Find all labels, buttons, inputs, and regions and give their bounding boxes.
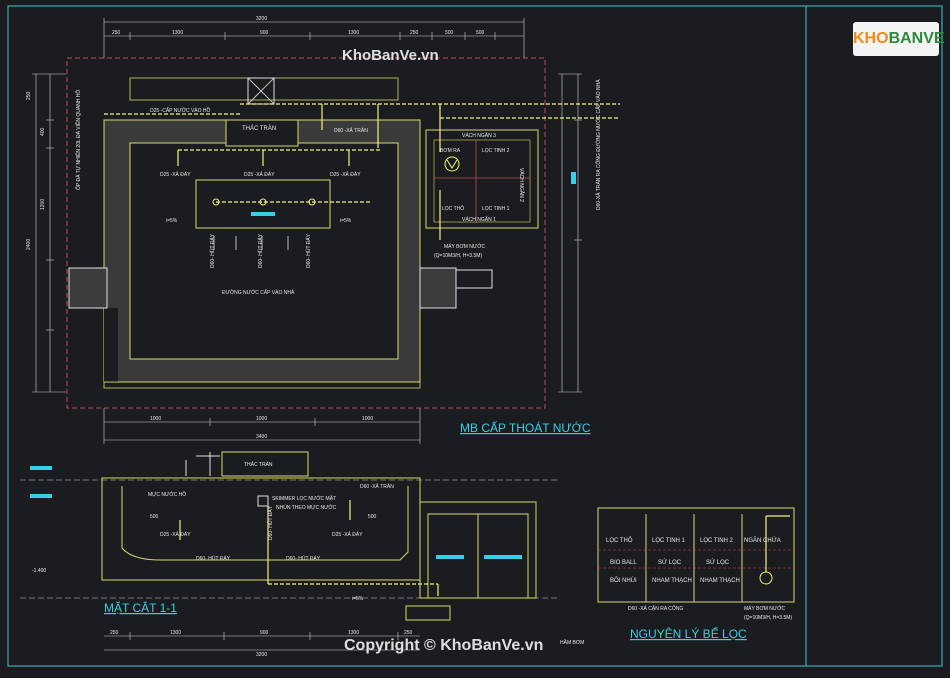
plan-dim-left: 250 <box>26 91 32 100</box>
section-title: MẶT CẮT 1-1 <box>104 600 177 615</box>
label-vach-ngan-3: VÁCH NGĂN 3 <box>462 132 496 139</box>
filter-header-4: NGĂN CHỨA <box>744 537 781 544</box>
section-label-d25-b: D25 -XẢ ĐÁY <box>332 531 363 538</box>
cyan-marker <box>571 172 576 184</box>
pump-symbol <box>444 156 460 172</box>
label-vach-ngan-1: VÁCH NGĂN 1 <box>462 216 496 223</box>
cyan-marker <box>251 212 275 216</box>
section-view: THÁC TRÀN MỰC NƯỚC HỒ SKIMMER LỌC NƯỚC M… <box>20 451 584 658</box>
section-dim-bottom: 1300 <box>348 630 359 636</box>
bottom-drain-box <box>195 179 331 229</box>
plan-dim-top: 250 <box>410 30 419 36</box>
label-hut-day-a: D60- HÚT ĐÁY <box>209 233 216 268</box>
section-dim-bottom-total: 3200 <box>256 652 267 658</box>
section-label-d60-b: D60- HÚT ĐÁY <box>286 555 321 562</box>
filter-pump: MÁY BƠM NƯỚC <box>744 605 785 612</box>
plan-dim-bottom-total: 3400 <box>256 434 267 440</box>
section-label-dim-a: 500 <box>150 514 159 520</box>
section-label-d25-a: D25 -XẢ ĐÁY <box>160 531 191 538</box>
section-label-d60-tran: D60 -XẢ TRÀN <box>360 483 394 490</box>
section-dim-bottom: 250 <box>404 630 413 636</box>
label-may-bom: MÁY BƠM NƯỚC <box>444 243 485 250</box>
section-label-slope: i=5% <box>352 596 364 602</box>
label-hut-day-b: D60- HÚT ĐÁY <box>257 233 264 268</box>
section-label-pump: HẦM BƠM <box>560 639 584 646</box>
label-d25-xa-day-c: D25 -XẢ ĐÁY <box>330 171 361 178</box>
plan-dim-top-total: 3200 <box>256 16 267 22</box>
label-left-note: ỐP ĐÁ TỰ NHIÊN 20L ĐÁ VIỀN QUANH HỒ <box>74 90 82 190</box>
label-d25-xa-day-a: D25 -XẢ ĐÁY <box>160 171 191 178</box>
plan-label-thac-tran: THÁC TRÀN <box>242 125 276 132</box>
filter-title: NGUYÊN LÝ BỂ LỌC <box>630 626 747 641</box>
section-label-d60-a: D60- HÚT ĐÁY <box>196 555 231 562</box>
label-slope-b: i=5% <box>340 218 352 224</box>
plan-dim-bottom: 1000 <box>150 416 161 422</box>
watermark-copyright: Copyright © KhoBanVe.vn <box>344 637 543 654</box>
watermark-site: KhoBanVe.vn <box>342 47 439 64</box>
label-d25-xa-day-b: D25 -XẢ ĐÁY <box>244 171 275 178</box>
label-loc-tinh-2: LỌC TINH 2 <box>482 148 510 154</box>
waterfall-box <box>225 119 299 147</box>
filter-header-1: LỌC THÔ <box>606 537 633 544</box>
plan-dim-top: 250 <box>112 30 121 36</box>
filter-header-3: LỌC TINH 2 <box>700 538 734 544</box>
label-loc-tinh-1: LỌC TINH 1 <box>482 206 510 212</box>
label-hut-day-c: D60- HÚT ĐÁY <box>305 233 312 268</box>
plan-boundary <box>66 57 546 409</box>
filter-row2-1: BIO BALL <box>610 560 637 566</box>
section-label-muc-nuoc: MỰC NƯỚC HỒ <box>148 491 186 498</box>
plan-dim-left: 2400 <box>26 239 32 250</box>
stone-block-right <box>419 267 457 309</box>
section-label-dim-b: 500 <box>368 514 377 520</box>
plan-dim-top: 1300 <box>172 30 183 36</box>
label-slope-a: i=5% <box>166 218 178 224</box>
filter-principle: LỌC THÔ LỌC TINH 1 LỌC TINH 2 NGĂN CHỨA … <box>597 507 795 641</box>
label-vach-ngan-2: VÁCH NGĂN 2 <box>518 168 525 202</box>
label-bom-ra: BƠM RA <box>440 148 461 154</box>
plan-dim-left: 1200 <box>40 199 46 210</box>
filter-outlet: D60 -XẢ CẶN RA CỐNG <box>628 605 683 612</box>
stone-block-left <box>68 267 108 309</box>
filter-row3-3: NHAM THẠCH <box>700 578 740 584</box>
plan-dim-top: 1300 <box>348 30 359 36</box>
plan-dim-bottom: 1000 <box>256 416 267 422</box>
filter-row3-2: NHAM THẠCH <box>652 578 692 584</box>
pool-inner-basin <box>129 142 399 360</box>
section-label-elev: -1.400 <box>32 568 46 574</box>
filter-header-2: LỌC TINH 1 <box>652 538 686 544</box>
section-label-skimmer2: NHÚN THEO MỰC NƯỚC <box>276 504 337 511</box>
drawing-frame <box>7 5 943 667</box>
plan-title: MB CẤP THOÁT NƯỚC <box>460 420 591 435</box>
filter-compartment <box>425 129 539 229</box>
label-loc-tho: LỌC THÔ <box>442 205 464 212</box>
filter-tank <box>597 507 795 603</box>
section-dim-bottom: 250 <box>110 630 119 636</box>
plan-dim-top: 500 <box>445 30 454 36</box>
label-right-note: D60-XẢ TRÀN RA CỐNG ĐƯỜNG NƯỚC CẤP VÀO N… <box>595 79 602 210</box>
section-dim-bottom: 1300 <box>170 630 181 636</box>
plan-view: 3200 250 1300 900 1300 250 500 500 1000 … <box>26 16 620 444</box>
filter-row2-3: SỨ LỌC <box>706 559 730 566</box>
filter-row3-1: BÔI NHÙI <box>610 577 637 584</box>
khobanve-logo: KHOBANVE <box>853 22 945 56</box>
plan-dim-bottom: 1000 <box>362 416 373 422</box>
section-label-skimmer: SKIMMER LỌC NƯỚC MẶT <box>272 495 336 502</box>
section-dim-bottom: 900 <box>260 630 269 636</box>
label-duong-nuoc-cap: ĐƯỜNG NƯỚC CẤP VÀO NHÀ <box>222 289 295 296</box>
plan-dim-top: 900 <box>260 30 269 36</box>
plan-dim-top: 500 <box>476 30 485 36</box>
label-may-bom-spec: (Q=10M3/H, H=3.5M) <box>434 253 482 259</box>
label-d60-xa-tran: D60 -XẢ TRÀN <box>334 127 368 134</box>
filter-pump-spec: (Q=10M3/H, H=3.5M) <box>744 615 792 621</box>
filter-row2-2: SỨ LỌC <box>658 559 682 566</box>
label-d25-cap-nuoc: D25 -CẤP NƯỚC VÀO HỒ <box>150 107 211 114</box>
section-label-hut-day: D60- HÚT ĐÁY <box>267 505 274 540</box>
section-label-thac-tran: THÁC TRÀN <box>244 461 273 468</box>
plan-dim-left: 400 <box>40 127 46 136</box>
